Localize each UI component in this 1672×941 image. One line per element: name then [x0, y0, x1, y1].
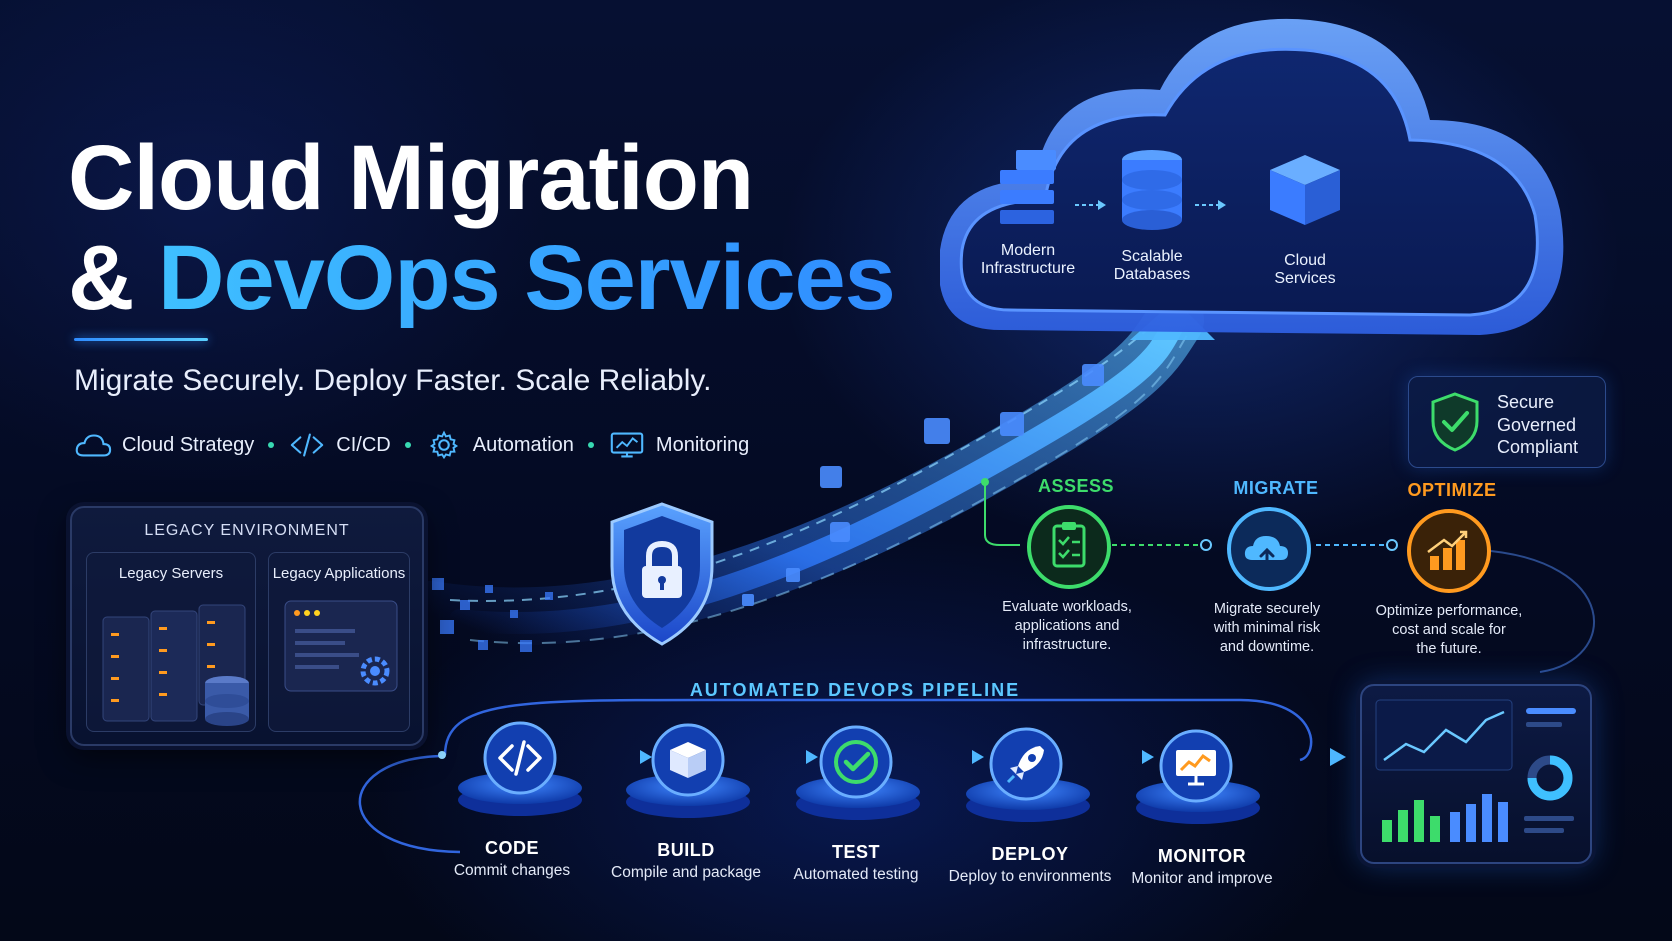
- stage-test-name: TEST: [831, 842, 880, 862]
- legacy-applications-box: Legacy Applications: [268, 552, 410, 732]
- feature-label: Automation: [472, 433, 574, 456]
- separator-dot: [587, 442, 594, 448]
- stage-deploy-name: DEPLOY: [991, 844, 1069, 864]
- lock-shield-icon: [610, 502, 714, 646]
- clipboard-check-icon: [1027, 505, 1111, 589]
- shield-check-icon: [1431, 392, 1479, 452]
- code-icon: [291, 433, 324, 457]
- phase-assess-desc: Evaluate workloads, applications and inf…: [972, 598, 1162, 655]
- stage-build-name: BUILD: [657, 840, 715, 860]
- monitor-chart-icon: [610, 432, 644, 458]
- secure-badge-text: Secure Governed Compliant: [1497, 391, 1578, 459]
- feature-monitoring: Monitoring: [608, 430, 749, 460]
- app-window-icon: [284, 600, 398, 692]
- tagline: Migrate Securely. Deploy Faster. Scale R…: [74, 364, 712, 397]
- cube-icon: [1270, 155, 1340, 225]
- cloud-platform: Modern Infrastructure Scalable Databases…: [938, 10, 1580, 355]
- monitoring-dashboard: [1360, 684, 1592, 864]
- stage-code-name: CODE: [484, 838, 539, 858]
- cloud-item-label: Databases: [1113, 266, 1191, 284]
- cloud-icon: [75, 434, 112, 457]
- feature-label: Monitoring: [655, 433, 750, 456]
- feature-cloud-strategy: Cloud Strategy: [74, 430, 254, 460]
- legacy-environment-panel: LEGACY ENVIRONMENT Legacy Servers Legacy…: [70, 506, 424, 746]
- pipeline-title: AUTOMATED DEVOPS PIPELINE: [689, 680, 1021, 700]
- cloud-shape: [938, 18, 1564, 335]
- legacy-servers-label: Legacy Servers: [118, 565, 224, 582]
- phase-desc-line: infrastructure.: [1022, 636, 1112, 653]
- cloud-item-label: Cloud: [1284, 252, 1326, 269]
- cloud-item-infrastructure: Modern Infrastructure: [963, 242, 1093, 279]
- server-stack-icon: [1000, 150, 1056, 224]
- phase-assess-title: ASSESS: [1037, 476, 1115, 496]
- database-icon: [1122, 150, 1182, 230]
- feature-label: Cloud Strategy: [122, 433, 255, 456]
- stage-monitor-name: MONITOR: [1157, 846, 1247, 866]
- headline-highlight: DevOps Services: [158, 227, 896, 329]
- governed-line: Governed: [1497, 414, 1577, 435]
- check-circle-icon: [819, 725, 893, 799]
- phase-migrate-desc: Migrate securely with minimal risk and d…: [1172, 600, 1362, 657]
- code-icon: [483, 721, 557, 795]
- secure-line: Secure: [1497, 392, 1555, 412]
- compliant-line: Compliant: [1497, 437, 1579, 457]
- dashboard-chart-icon: [1375, 699, 1576, 842]
- phase-desc-line: Evaluate workloads,: [1002, 599, 1132, 615]
- monitor-chart-icon: [1159, 729, 1233, 803]
- phase-desc-line: cost and scale for: [1392, 621, 1506, 638]
- separator-dot: [404, 442, 411, 448]
- stage-test-desc: Automated testing: [793, 866, 919, 883]
- headline-underline: [74, 338, 208, 341]
- phase-optimize-desc: Optimize performance, cost and scale for…: [1354, 602, 1544, 659]
- phase-desc-line: Optimize performance,: [1375, 603, 1523, 619]
- legacy-applications-label: Legacy Applications: [272, 565, 406, 582]
- phase-desc-line: the future.: [1416, 640, 1482, 657]
- cloud-item-label: Infrastructure: [980, 260, 1076, 278]
- cloud-item-label: Services: [1274, 270, 1336, 288]
- legacy-title: LEGACY ENVIRONMENT: [144, 522, 350, 539]
- phase-desc-line: and downtime.: [1219, 638, 1315, 655]
- phase-desc-line: with minimal risk: [1213, 619, 1321, 636]
- feature-label: CI/CD: [336, 433, 391, 456]
- legacy-servers-box: Legacy Servers: [86, 552, 256, 732]
- headline-line1: Cloud Migration: [68, 127, 754, 229]
- stage-monitor-desc: Monitor and improve: [1131, 870, 1273, 887]
- package-icon: [651, 723, 725, 797]
- feature-cicd: CI/CD: [288, 430, 391, 460]
- separator-dot: [268, 442, 275, 448]
- stage-deploy-desc: Deploy to environments: [948, 868, 1112, 885]
- cloud-item-label: Modern: [1000, 242, 1056, 259]
- cloud-item-databases: Scalable Databases: [1087, 248, 1217, 285]
- phase-desc-line: Migrate securely: [1213, 601, 1321, 617]
- gear-icon: [429, 430, 458, 460]
- phase-optimize-title: OPTIMIZE: [1407, 480, 1497, 500]
- phase-migrate-title: MIGRATE: [1233, 478, 1319, 498]
- headline-ampersand: &: [68, 227, 134, 329]
- bar-chart-up-icon: [1407, 509, 1491, 593]
- stage-code-desc: Commit changes: [453, 862, 571, 879]
- cloud-item-services: Cloud Services: [1240, 252, 1370, 289]
- stage-build-desc: Compile and package: [611, 864, 761, 881]
- server-rack-icon: [102, 604, 249, 726]
- cloud-upload-icon: [1227, 507, 1311, 591]
- feature-list: Cloud Strategy CI/CD Automation Monitori…: [74, 428, 749, 462]
- feature-automation: Automation: [425, 430, 574, 460]
- cloud-item-label: Scalable: [1121, 248, 1183, 265]
- rocket-icon: [989, 727, 1063, 801]
- phase-desc-line: applications and: [1014, 617, 1120, 634]
- headline-line2: & DevOps Services: [68, 232, 896, 324]
- secure-badge: Secure Governed Compliant: [1408, 376, 1606, 468]
